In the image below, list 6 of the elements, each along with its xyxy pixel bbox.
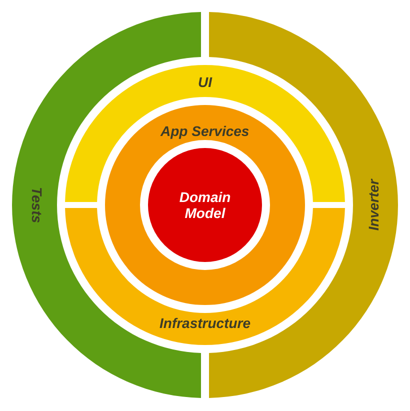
ring-label: UI	[198, 74, 212, 90]
ring-label: Inverter	[365, 179, 382, 231]
ring-label: Infrastructure	[160, 315, 251, 331]
ring-label: App Services	[160, 123, 250, 139]
ring-label: Domain Model	[178, 189, 232, 221]
ring-label: Tests	[29, 186, 46, 224]
